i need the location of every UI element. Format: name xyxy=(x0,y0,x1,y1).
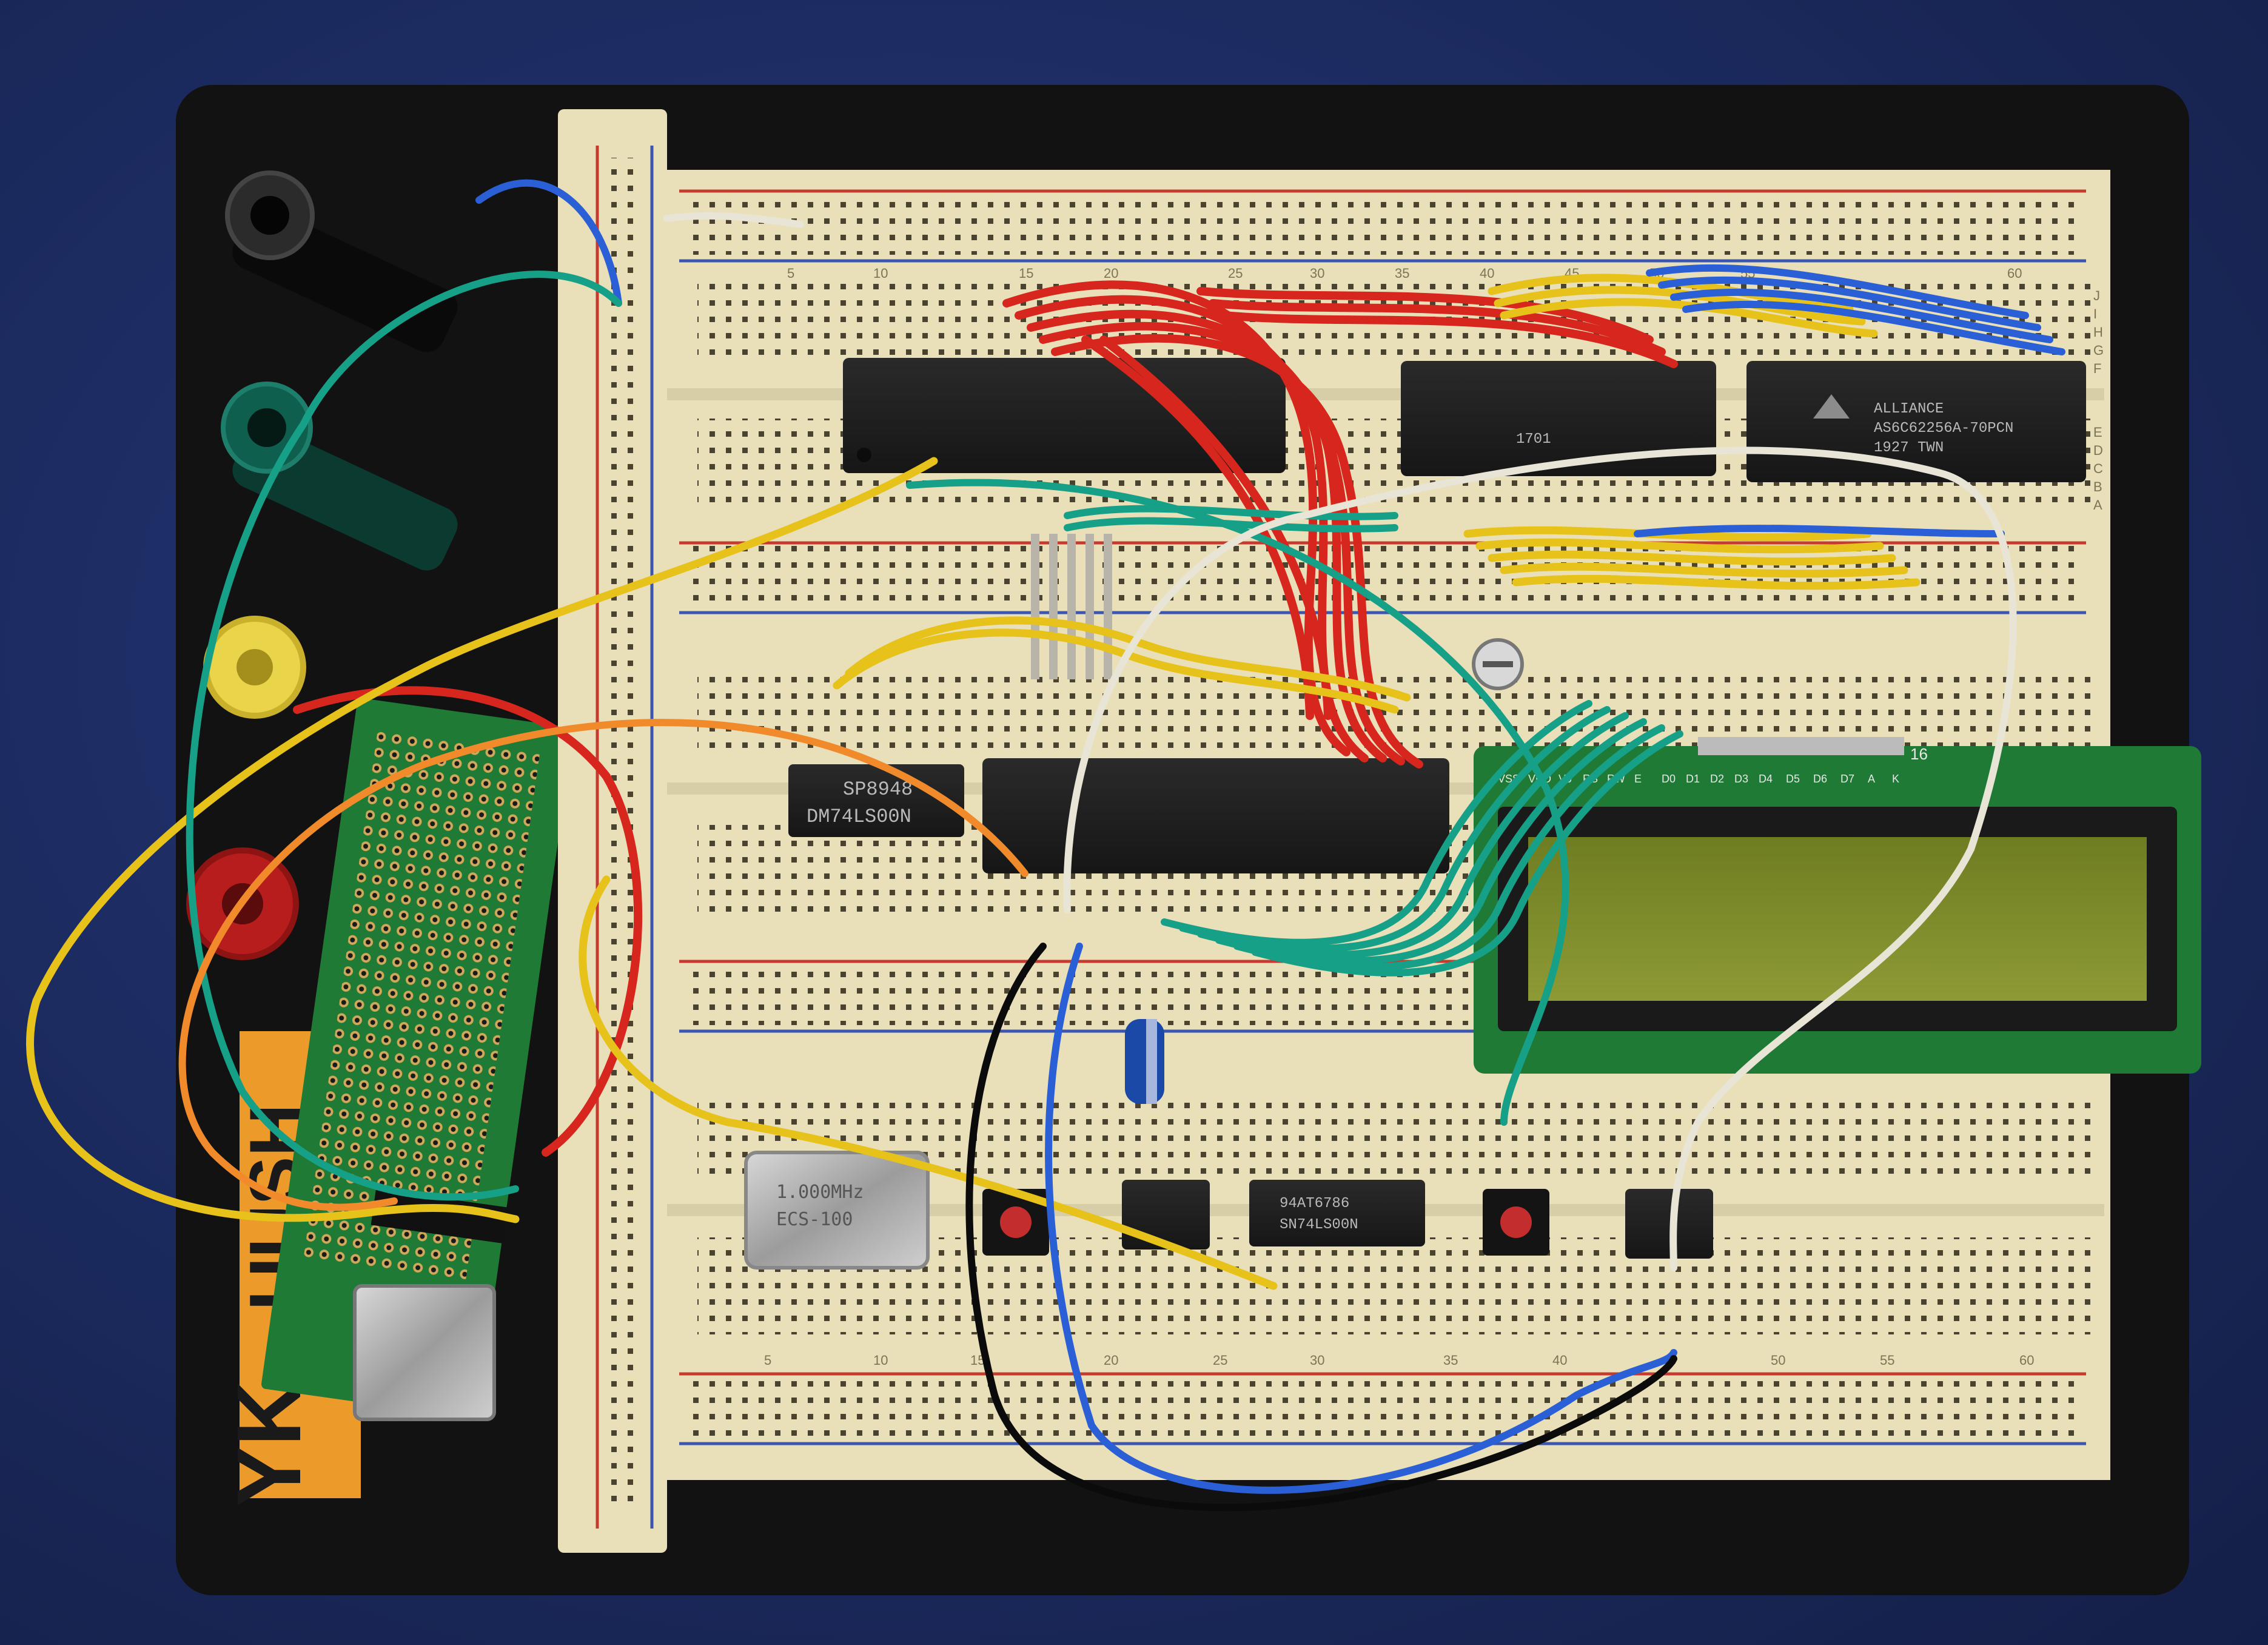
svg-text:25: 25 xyxy=(1213,1353,1227,1368)
svg-text:DM74LS00N: DM74LS00N xyxy=(807,806,911,828)
svg-text:1.000MHz: 1.000MHz xyxy=(776,1182,864,1203)
svg-text:55: 55 xyxy=(1880,1353,1894,1368)
svg-text:J: J xyxy=(2093,288,2100,303)
svg-text:20: 20 xyxy=(1104,266,1118,281)
eeprom-chip: 1701 xyxy=(1401,361,1716,476)
electrolytic-capacitor xyxy=(1125,1019,1164,1104)
crystal-oscillator: 1.000MHz ECS-100 xyxy=(744,1151,930,1270)
svg-text:D2: D2 xyxy=(1710,773,1724,785)
svg-text:D1: D1 xyxy=(1686,773,1700,785)
svg-text:SN74LS00N: SN74LS00N xyxy=(1280,1217,1358,1233)
svg-text:D7: D7 xyxy=(1840,773,1854,785)
svg-text:B: B xyxy=(2093,479,2102,494)
svg-text:E: E xyxy=(2093,425,2102,440)
brand-letters: YK xyxy=(218,1381,320,1507)
svg-text:H: H xyxy=(2093,325,2103,340)
svg-text:35: 35 xyxy=(1395,266,1409,281)
svg-text:60: 60 xyxy=(2019,1353,2034,1368)
svg-text:D0: D0 xyxy=(1662,773,1676,785)
svg-text:D: D xyxy=(2093,443,2103,458)
svg-text:10: 10 xyxy=(873,1353,888,1368)
svg-text:D5: D5 xyxy=(1786,773,1800,785)
small-chip-right xyxy=(1625,1189,1713,1259)
svg-text:25: 25 xyxy=(1228,266,1243,281)
nand-chip-1: SP8948 DM74LS00N xyxy=(788,764,964,837)
svg-text:20: 20 xyxy=(1104,1353,1118,1368)
svg-text:35: 35 xyxy=(1443,1353,1458,1368)
svg-text:C: C xyxy=(2093,461,2103,476)
svg-text:15: 15 xyxy=(1019,266,1033,281)
lcd-header-pins xyxy=(1698,737,1904,755)
svg-text:ECS-100: ECS-100 xyxy=(776,1209,853,1230)
svg-text:1701: 1701 xyxy=(1516,431,1551,448)
lcd-module: 16 VSS VDD V0 RS RW E D0 D1 D2 D3 D4 D5 … xyxy=(1474,737,2201,1074)
svg-text:30: 30 xyxy=(1310,1353,1324,1368)
svg-text:ALLIANCE: ALLIANCE xyxy=(1874,401,1944,417)
svg-text:1927 TWN: 1927 TWN xyxy=(1874,440,1944,456)
trimmer-potentiometer[interactable] xyxy=(1472,638,1524,690)
svg-text:SP8948: SP8948 xyxy=(843,778,913,801)
wire-bundle-green xyxy=(186,271,1683,1201)
svg-text:E: E xyxy=(1634,773,1642,785)
svg-text:5: 5 xyxy=(787,266,794,281)
nand-chip-2: 94AT6786 SN74LS00N xyxy=(1249,1180,1425,1246)
lcd-pin-count: 16 xyxy=(1910,745,1928,763)
svg-text:5: 5 xyxy=(764,1353,771,1368)
via-chip xyxy=(982,758,1449,873)
cpu-chip xyxy=(843,358,1286,473)
small-chip-left xyxy=(1122,1180,1210,1250)
svg-text:D6: D6 xyxy=(1813,773,1827,785)
svg-text:F: F xyxy=(2093,361,2101,376)
svg-text:AS6C62256A-70PCN: AS6C62256A-70PCN xyxy=(1874,420,2013,437)
svg-text:D3: D3 xyxy=(1734,773,1748,785)
svg-text:30: 30 xyxy=(1310,266,1324,281)
svg-text:K: K xyxy=(1892,773,1899,785)
svg-text:I: I xyxy=(2093,306,2097,321)
svg-text:A: A xyxy=(2093,497,2102,513)
usb-power-perfboard xyxy=(261,698,574,1421)
svg-text:40: 40 xyxy=(1480,266,1494,281)
svg-text:G: G xyxy=(2093,343,2104,358)
svg-text:94AT6786: 94AT6786 xyxy=(1280,1196,1349,1212)
svg-text:40: 40 xyxy=(1552,1353,1567,1368)
wire-white xyxy=(663,212,2017,1271)
svg-text:50: 50 xyxy=(1771,1353,1785,1368)
usb-connector[interactable] xyxy=(353,1284,496,1421)
svg-text:10: 10 xyxy=(873,266,888,281)
row-letters: J I H G F E D C B A xyxy=(2093,288,2104,513)
svg-text:60: 60 xyxy=(2007,266,2022,281)
clock-step-button[interactable] xyxy=(1483,1189,1549,1256)
breadboard-left-rail xyxy=(558,109,667,1553)
wire-orange xyxy=(178,719,1028,1211)
binding-post-yellow[interactable] xyxy=(203,616,306,719)
wire-black xyxy=(965,943,1677,1512)
lcd-screen xyxy=(1528,837,2147,1001)
svg-text:D4: D4 xyxy=(1759,773,1773,785)
wire-bundle-blue xyxy=(475,179,2065,1494)
svg-text:A: A xyxy=(1868,773,1875,785)
reset-button[interactable] xyxy=(982,1189,1049,1256)
